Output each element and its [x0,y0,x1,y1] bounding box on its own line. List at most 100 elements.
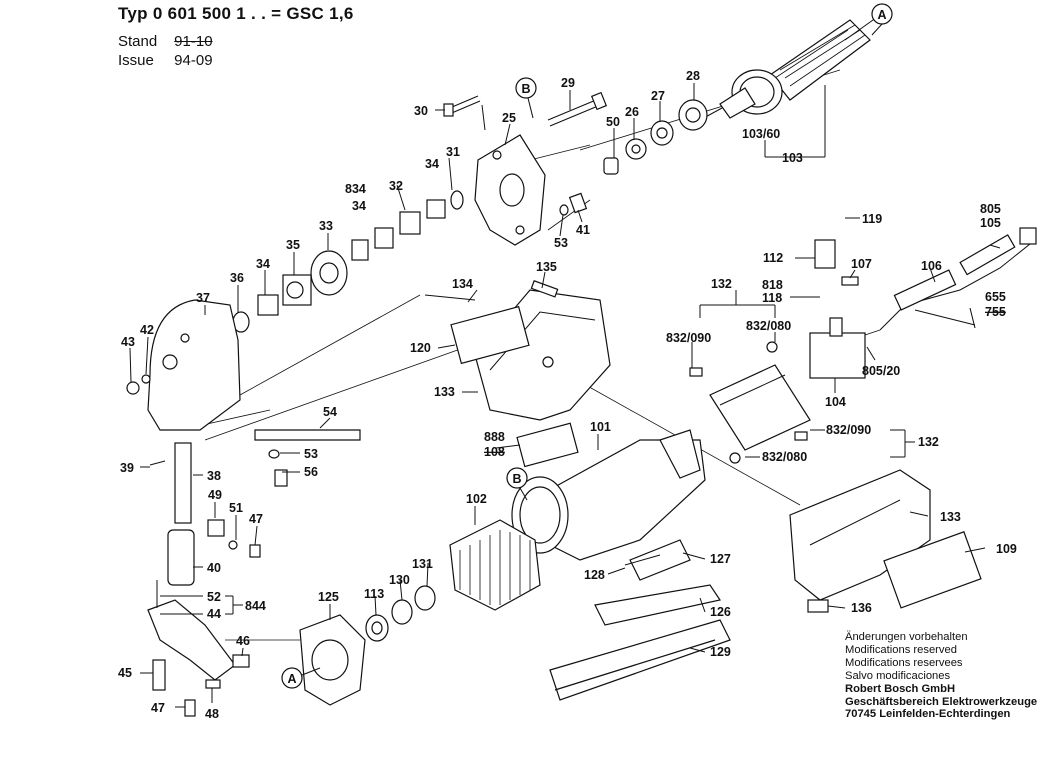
stand-label: Stand [118,33,158,50]
label-101: 101 [590,420,611,434]
label-25: 25 [502,111,516,125]
label-120: 120 [410,341,431,355]
label-832-090-bottom: 832/090 [826,423,871,437]
label-26: 26 [625,105,639,119]
label-34-b: 34 [352,199,366,213]
label-805: 805 [980,202,1001,216]
label-102: 102 [466,492,487,506]
label-131: 131 [412,557,433,571]
label-118: 118 [762,291,782,305]
label-27: 27 [651,89,665,103]
callout-A-bottom: A [281,667,303,689]
power-cable-part [879,227,1037,331]
label-35: 35 [286,238,300,252]
label-30: 30 [414,104,428,118]
model-number: 0 601 500 1 . . = GSC 1,6 [152,4,354,23]
handle-housing-part [789,469,982,613]
label-107: 107 [851,257,872,271]
label-45: 45 [118,666,132,680]
label-832-080-top: 832/080 [746,319,791,333]
label-40: 40 [207,561,221,575]
typ-label: Typ [118,4,148,23]
label-43: 43 [121,335,135,349]
label-34-c: 34 [256,257,270,271]
callout-A-top: A [871,3,893,25]
label-128: 128 [584,568,605,582]
label-31: 31 [446,145,460,159]
note-line-fr: Modifications reservees [845,656,963,669]
label-133-right: 133 [940,510,961,524]
label-106: 106 [921,259,942,273]
label-888: 888 [484,430,505,444]
label-108: 108 [484,445,505,459]
label-113: 113 [364,587,384,601]
label-47-mid: 47 [249,512,263,526]
label-54: 54 [323,405,337,419]
label-818: 818 [762,278,783,292]
screw-30-part [443,95,481,117]
note-line-en: Modifications reserved [845,643,957,656]
issue-label: Issue [118,52,154,69]
switch-assembly-part [689,239,866,464]
label-129: 129 [710,645,731,659]
note-line-de: Änderungen vorbehalten [845,631,968,643]
ring-parts [365,585,436,642]
fan-guide-part [299,614,366,706]
label-34-a: 34 [425,157,439,171]
callout-letter: A [877,8,886,22]
label-44: 44 [207,607,221,621]
model-title: Typ 0 601 500 1 . . = GSC 1,6 [118,4,354,24]
gear-cover-part [126,299,241,431]
label-832-090-top: 832/090 [666,331,711,345]
label-134: 134 [452,277,473,291]
part-labels: 30 29 25 28 27 26 50 103/60 103 31 34 83… [118,69,1017,721]
label-755: 755 [985,305,1006,319]
footer-notes: Änderungen vorbehalten Modifications res… [845,631,1037,721]
label-56: 56 [304,465,318,479]
housing-cover-part [424,280,611,421]
label-112: 112 [763,251,783,265]
label-103-60: 103/60 [742,127,780,141]
armature-part [699,14,881,121]
bearing-parts [603,99,708,175]
label-834: 834 [345,182,366,196]
screw-29-part [547,91,608,127]
label-52: 52 [207,590,221,604]
callout-letter: B [521,82,530,96]
label-28: 28 [686,69,700,83]
label-125: 125 [318,590,339,604]
label-37: 37 [196,291,210,305]
stand-row: Stand 91-10 [118,33,213,50]
label-46: 46 [236,634,250,648]
company-address: 70745 Leinfelden-Echterdingen [845,708,1011,721]
callout-letter: A [287,672,296,686]
callout-B-bottom: B [506,467,528,489]
label-36: 36 [230,271,244,285]
label-130: 130 [389,573,410,587]
label-33: 33 [319,219,333,233]
label-136: 136 [851,601,872,615]
screw-41-part [559,192,588,216]
label-48: 48 [205,707,219,721]
leader-lines [129,23,1001,708]
label-133-left: 133 [434,385,455,399]
callout-B-top: B [515,77,537,99]
label-53-mid: 53 [304,447,318,461]
label-832-080-bottom: 832/080 [762,450,807,464]
label-39: 39 [120,461,134,475]
label-50: 50 [606,115,620,129]
label-51: 51 [229,501,243,515]
label-29: 29 [561,76,575,90]
bearing-flange-part [474,104,546,246]
callout-letter: B [512,472,521,486]
label-32: 32 [389,179,403,193]
issue-value: 94-09 [174,52,213,69]
gear-train-parts [232,190,464,333]
label-132-bottom: 132 [918,435,939,449]
motor-housing-part [511,422,706,561]
issue-row: Issue 94-09 [118,52,213,69]
label-38: 38 [207,469,221,483]
note-line-es: Salvo modificaciones [845,669,951,682]
